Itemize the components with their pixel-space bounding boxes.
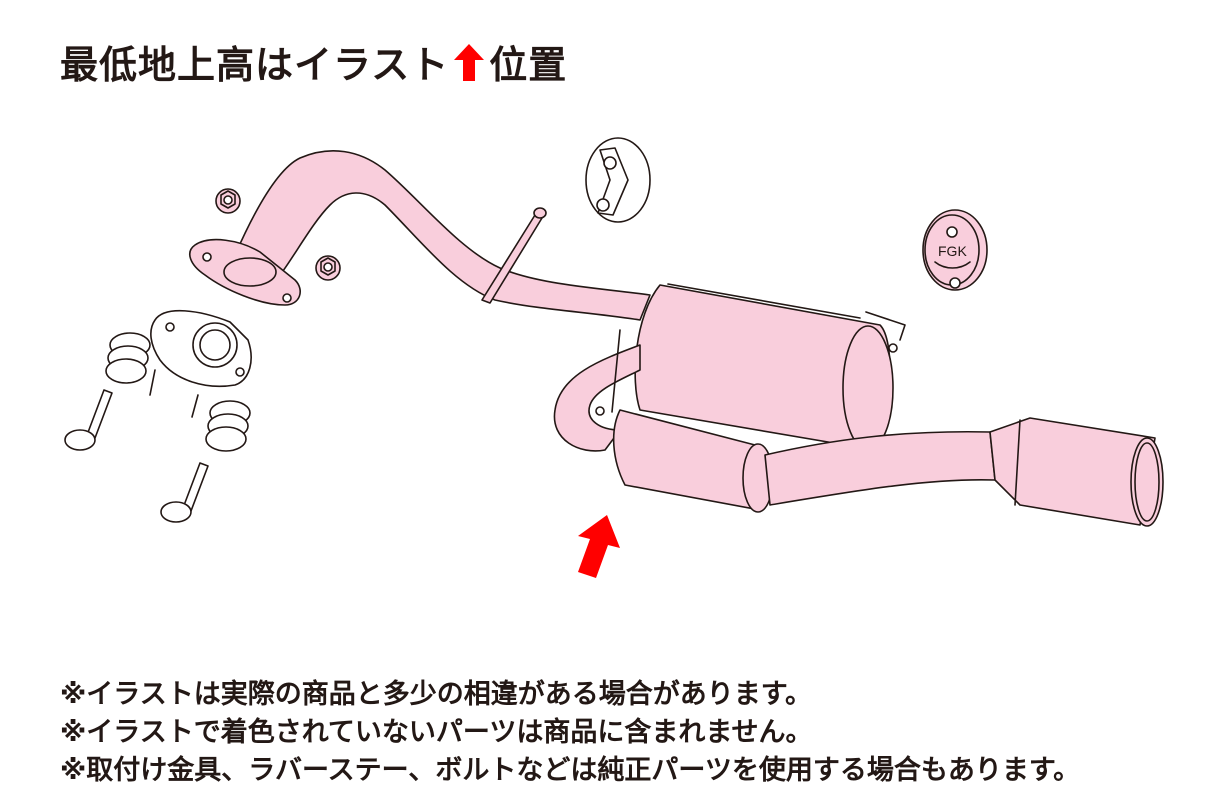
title-prefix: 最低地上高はイラスト <box>60 43 450 87</box>
spring-icon <box>105 332 251 452</box>
note-line: ※イラストで着色されていないパーツは商品に含まれません。 <box>60 717 813 748</box>
svg-text:FGK: FGK <box>938 243 967 259</box>
tail-pipe <box>764 430 996 506</box>
front-flange <box>189 238 301 306</box>
inlet-bend <box>553 329 641 452</box>
page-title: 最低地上高はイラスト 位置 <box>60 34 567 89</box>
rubber-hanger-fgk-icon: FGK <box>922 209 988 291</box>
note-line: ※取付け金具、ラバーステー、ボルトなどは純正パーツを使用する場合もあります。 <box>60 755 1081 786</box>
hanger-rod <box>481 207 547 304</box>
rubber-hanger-icon <box>585 137 651 223</box>
tail-tip <box>989 417 1164 527</box>
main-muffler <box>634 283 906 451</box>
front-pipe <box>231 150 651 321</box>
red-up-arrow-icon <box>453 42 485 82</box>
bolt-icon <box>64 389 209 523</box>
title-suffix: 位置 <box>489 43 568 87</box>
ground-clearance-arrow-icon <box>578 515 620 578</box>
sub-muffler <box>612 409 774 513</box>
disclaimer-notes: ※イラストは実際の商品と多少の相違がある場合があります。 ※イラストで着色されて… <box>60 676 1080 790</box>
flange-nut-icon <box>315 255 341 281</box>
note-line: ※イラストは実際の商品と多少の相違がある場合があります。 <box>60 679 813 710</box>
flange-nut-icon <box>215 188 241 214</box>
gasket <box>149 309 252 418</box>
